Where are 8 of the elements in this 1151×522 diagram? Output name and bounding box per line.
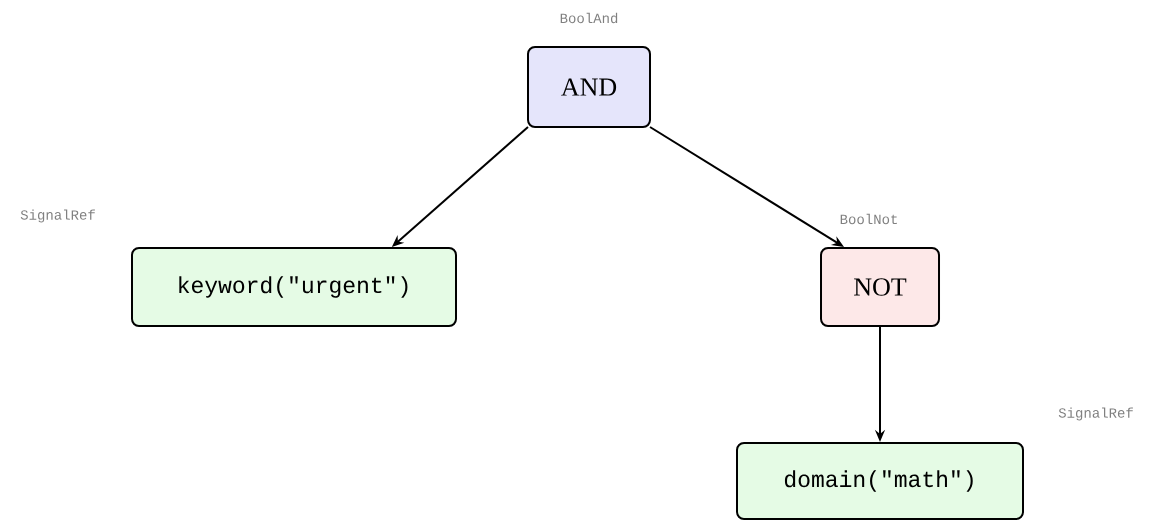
type-label: SignalRef — [1058, 407, 1133, 421]
process-box: domain("math") — [736, 442, 1024, 520]
process-box: AND — [527, 46, 651, 128]
process-box: NOT — [820, 247, 940, 327]
process-box: keyword("urgent") — [131, 247, 457, 327]
type-label: BoolNot — [840, 213, 897, 225]
type-label: SignalRef — [20, 209, 95, 223]
type-label: BoolAnd — [560, 12, 618, 24]
